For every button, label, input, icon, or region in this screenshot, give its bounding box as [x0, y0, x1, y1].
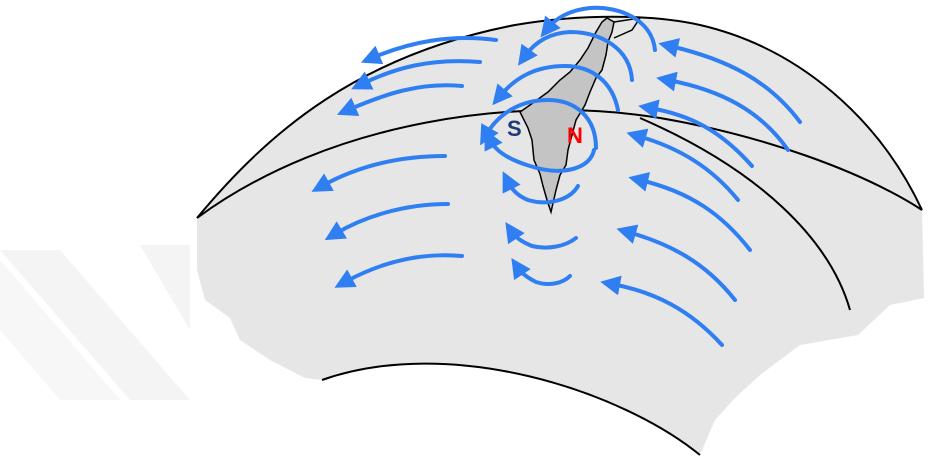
north-pole-label: N: [567, 123, 583, 148]
watermark-stripes: [0, 245, 190, 400]
south-pole-label: S: [507, 116, 522, 141]
